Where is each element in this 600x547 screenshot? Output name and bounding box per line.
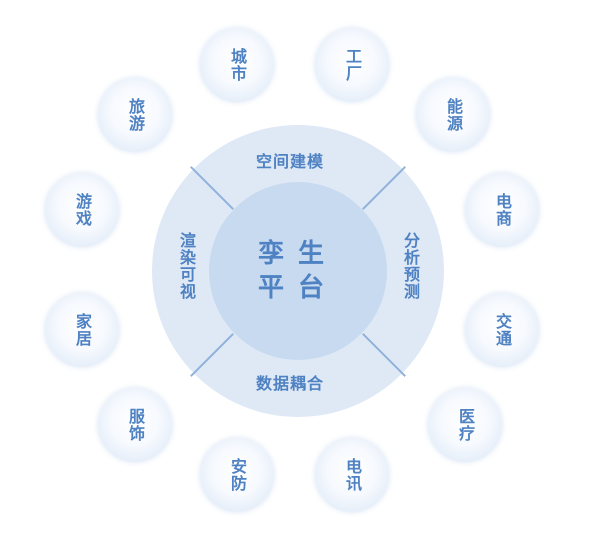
industry-bubble: 电商 [465, 173, 539, 247]
industry-label: 医疗 [456, 408, 475, 442]
segment-right: 分析预测 [401, 232, 420, 300]
industry-label: 安防 [228, 458, 247, 492]
industry-bubble: 工厂 [315, 28, 389, 102]
inner-core-circle [209, 182, 387, 360]
industry-label: 城市 [228, 48, 247, 82]
industry-bubble: 旅游 [98, 78, 172, 152]
industry-label: 工厂 [343, 48, 362, 82]
industry-label: 家居 [73, 313, 92, 347]
industry-label: 游戏 [73, 193, 92, 227]
industry-label: 能源 [444, 98, 463, 132]
core-line-2: 平台 [257, 273, 338, 303]
industry-bubble: 城市 [200, 28, 274, 102]
industry-bubble: 游戏 [45, 173, 119, 247]
industry-label: 电商 [493, 193, 512, 227]
industry-bubble: 安防 [200, 438, 274, 512]
core-label: 孪生 平台 [209, 182, 387, 360]
segment-top: 空间建模 [256, 152, 325, 171]
industry-label: 服饰 [126, 408, 145, 442]
industry-label: 交通 [493, 313, 512, 347]
industry-bubble: 能源 [416, 78, 490, 152]
segment-left: 渲染可视 [177, 232, 196, 300]
industry-bubble: 电讯 [315, 438, 389, 512]
industry-bubble: 医疗 [428, 388, 502, 462]
industry-bubble: 服饰 [98, 388, 172, 462]
industry-label: 电讯 [343, 458, 362, 492]
segment-bottom: 数据耦合 [256, 374, 325, 393]
industry-label: 旅游 [126, 98, 145, 132]
industry-bubble: 家居 [45, 293, 119, 367]
core-line-1: 孪生 [257, 239, 338, 269]
industry-bubble: 交通 [465, 293, 539, 367]
